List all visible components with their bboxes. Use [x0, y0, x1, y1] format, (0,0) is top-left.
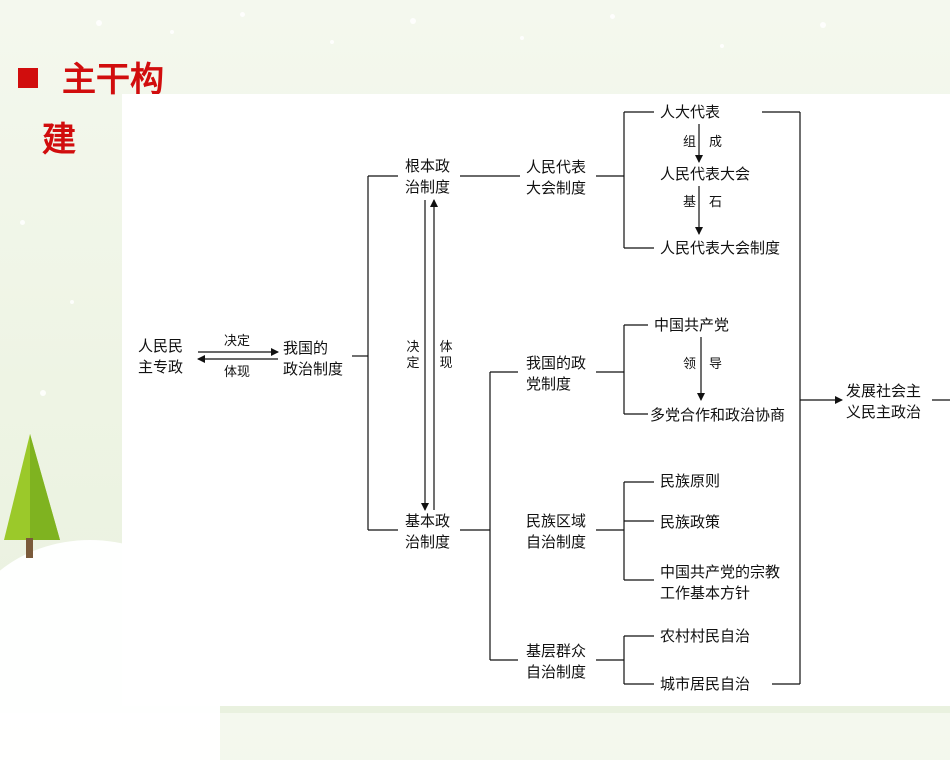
node-peoples-democratic-dictatorship: 人民民 主专政	[138, 337, 184, 376]
snow-dot	[20, 220, 25, 225]
node-npc: 人民代表大会	[660, 165, 751, 183]
snow-dot	[520, 36, 524, 40]
label-vertical-determines: 决定	[406, 340, 420, 371]
label-embodies: 体现	[224, 365, 251, 380]
snow-dot	[240, 12, 245, 17]
label-vertical-embodies: 体现	[439, 340, 453, 371]
node-npc-system: 人民代表 大会制度	[526, 158, 587, 197]
snow-dot	[720, 44, 724, 48]
snow-dot	[170, 30, 174, 34]
node-npc-deputies: 人大代表	[660, 103, 721, 121]
snow-dot	[330, 40, 334, 44]
tree-icon	[4, 434, 60, 558]
node-religion-policy: 中国共产党的宗教 工作基本方针	[660, 563, 781, 602]
snow-dot	[610, 14, 615, 19]
title-bullet	[18, 68, 38, 88]
node-village-self-governance: 农村村民自治	[660, 627, 751, 645]
snow-dot	[410, 18, 416, 24]
node-basic-political-system: 基本政 治制度	[405, 512, 451, 551]
label-determines: 决定	[224, 334, 251, 349]
node-ethnic-policy: 民族政策	[660, 513, 721, 531]
snow-dot	[40, 390, 46, 396]
node-multi-party-cooperation: 多党合作和政治协商	[650, 406, 786, 424]
node-grassroots-self-governance: 基层群众 自治制度	[526, 642, 587, 681]
node-ethnic-regional-autonomy: 民族区域 自治制度	[526, 512, 587, 551]
node-party-system: 我国的政 党制度	[526, 354, 587, 393]
node-our-political-system: 我国的 政治制度	[283, 339, 344, 378]
node-cpc: 中国共产党	[654, 316, 730, 334]
diagram-connectors	[197, 111, 950, 685]
node-urban-self-governance: 城市居民自治	[660, 675, 751, 693]
node-npc-system-2: 人民代表大会制度	[660, 239, 781, 257]
label-lead: 领 导	[683, 357, 723, 372]
section-title-continued: 建	[42, 120, 76, 160]
node-fundamental-political-system: 根本政 治制度	[405, 157, 451, 196]
snow-dot	[70, 300, 74, 304]
snow-dot	[96, 20, 102, 26]
node-develop-socialist-democracy: 发展社会主 义民主政治	[846, 382, 922, 421]
node-ethnic-principle: 民族原则	[660, 472, 721, 490]
label-compose: 组 成	[683, 135, 723, 150]
section-title: 主干构	[62, 60, 164, 100]
snow-dot	[820, 22, 826, 28]
label-foundation: 基 石	[683, 195, 723, 210]
